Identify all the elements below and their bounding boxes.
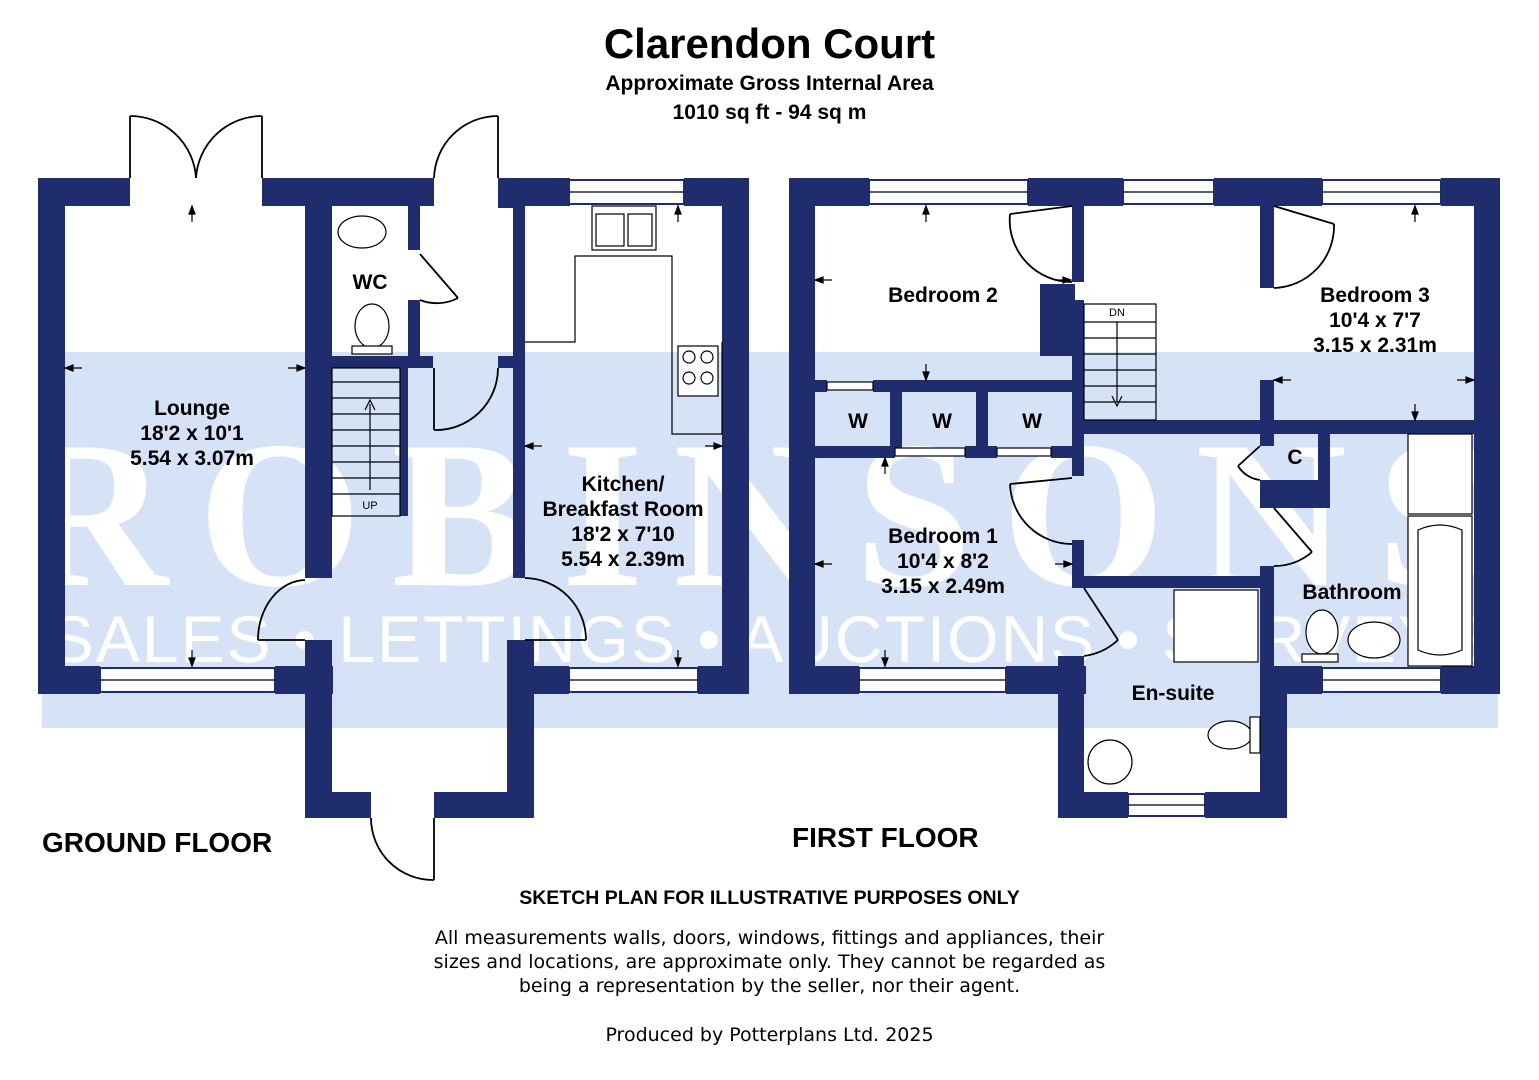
room-lounge-name: Lounge [154,397,230,420]
room-lounge: Lounge 18'2 x 10'1 5.54 x 3.07m [92,396,292,471]
room-bedroom-1-imperial: 10'4 x 8'2 [897,550,989,573]
watermark-band [42,352,1498,728]
room-bedroom-3-metric: 3.15 x 2.31m [1313,334,1437,357]
room-bedroom-1: Bedroom 1 10'4 x 8'2 3.15 x 2.49m [858,524,1028,599]
watermark-tagline: SALES • LETTINGS • AUCTIONS • SURVEYS [50,602,1490,676]
room-kitchen-name-1: Kitchen/ [581,473,665,496]
wardrobe-2: W [932,410,952,433]
room-wc: WC [352,271,388,294]
producer-credit: Produced by Potterplans Ltd. 2025 [605,1024,934,1046]
ground-floor-label: GROUND FLOOR [42,827,273,858]
room-kitchen-name-2: Breakfast Room [542,498,704,521]
disclaimer-line-3: being a representation by the seller, no… [518,975,1021,997]
room-bedroom-3-imperial: 10'4 x 7'7 [1329,309,1421,332]
plan-title: Clarendon Court [603,20,936,67]
disclaimer-line-2: sizes and locations, are approximate onl… [433,951,1106,973]
stairs-down-label: DN [1109,307,1125,319]
room-bedroom-1-name: Bedroom 1 [888,525,998,548]
room-kitchen-imperial: 18'2 x 7'10 [571,523,675,546]
wardrobe-1: W [848,410,868,433]
room-ensuite: En-suite [1131,682,1215,705]
room-kitchen-metric: 5.54 x 2.39m [561,548,685,571]
room-lounge-metric: 5.54 x 3.07m [130,447,254,470]
room-bedroom-1-metric: 3.15 x 2.49m [881,575,1005,598]
plan-subtitle: Approximate Gross Internal Area [605,72,934,95]
plan-area: 1010 sq ft - 94 sq m [672,101,867,124]
room-bedroom-2: Bedroom 2 [888,284,998,307]
stairs-up-label: UP [362,500,378,512]
cupboard-label: C [1287,446,1303,469]
wardrobe-3: W [1022,410,1042,433]
first-floor-label: FIRST FLOOR [792,822,979,853]
room-kitchen: Kitchen/ Breakfast Room 18'2 x 7'10 5.54… [518,472,728,572]
disclaimer-line-1: All measurements walls, doors, windows, … [434,927,1105,949]
disclaimer-text: All measurements walls, doors, windows, … [0,926,1539,998]
disclaimer-heading: SKETCH PLAN FOR ILLUSTRATIVE PURPOSES ON… [519,887,1020,909]
room-bedroom-3-name: Bedroom 3 [1320,284,1430,307]
room-bedroom-3: Bedroom 3 10'4 x 7'7 3.15 x 2.31m [1290,283,1460,358]
room-bathroom: Bathroom [1302,581,1402,604]
room-lounge-imperial: 18'2 x 10'1 [140,422,244,445]
